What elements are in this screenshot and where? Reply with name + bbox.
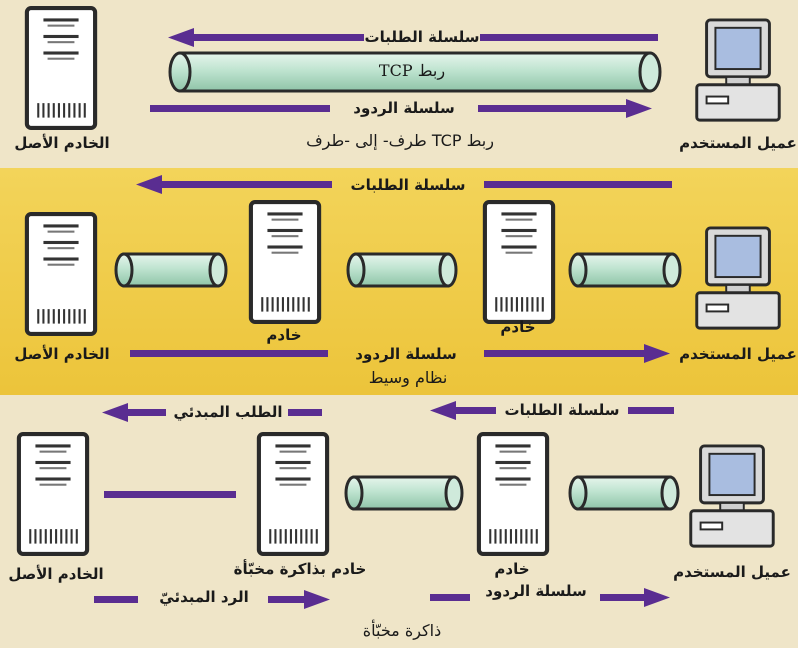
p1-caption: ربط TCP طرف- إلى -طرف: [306, 131, 494, 150]
p3-initial-request-arrow-left-icon: [102, 403, 322, 422]
p3-origin-server-icon: [19, 434, 87, 554]
bottom-panel-bg: [0, 395, 798, 648]
p1-tcp-pipe-icon: [168, 51, 662, 93]
p3-initial-response-label: الرد المبدئيّ: [159, 588, 249, 606]
p1-requests-label: سلسلة الطلبات: [364, 28, 480, 46]
p3-initial-response-arrow-right-icon: [94, 590, 330, 609]
p3-server-label: خادم: [494, 560, 530, 578]
p3-client-label: عميل المستخدم: [673, 563, 791, 581]
p3-initial-request-label: الطلب المبدئي: [173, 403, 283, 421]
p3-server-icon: [479, 434, 547, 554]
p1-pipe-label: ربط TCP: [378, 61, 446, 80]
p3-cache-server-icon: [259, 434, 327, 554]
p3-requests-arrow-left-icon: [430, 401, 674, 420]
p1-responses-arrow-right-icon: [150, 99, 652, 118]
p3-pipe1-icon: [344, 475, 464, 511]
origin-server-icon: [27, 8, 95, 128]
p2-origin-label: الخادم الأصل: [14, 345, 110, 363]
p3-caption: ذاكرة مخبّأة: [362, 621, 442, 640]
p2-pipe2-icon: [346, 252, 458, 288]
p3-origin-label: الخادم الأصل: [8, 565, 104, 583]
p2-proxy-server2-icon: [485, 202, 553, 322]
p2-server1-label: خادم: [266, 326, 302, 344]
p3-responses-label: سلسلة الردود: [485, 582, 587, 600]
p2-responses-arrow-right-icon: [130, 344, 670, 363]
p3-origin-link: [104, 491, 236, 498]
client-computer-icon: [695, 18, 781, 122]
p2-client-computer-icon: [695, 226, 781, 330]
p2-server2-label: خادم: [500, 318, 536, 336]
p2-responses-label: سلسلة الردود: [355, 345, 457, 363]
p3-responses-arrow-right-icon: [430, 588, 670, 607]
p2-pipe1-icon: [114, 252, 228, 288]
p3-requests-label: سلسلة الطلبات: [504, 401, 620, 419]
p2-origin-server-icon: [27, 214, 95, 334]
p3-client-computer-icon: [689, 444, 775, 548]
p3-pipe2-icon: [568, 475, 680, 511]
p1-client-label: عميل المستخدم: [679, 134, 797, 152]
p1-requests-arrow-left-icon: [168, 28, 658, 47]
p2-caption: نظام وسيط: [368, 368, 448, 387]
p3-cache-server-label: خادم بذاكرة مخبّأة: [233, 560, 367, 578]
p2-client-label: عميل المستخدم: [679, 345, 797, 363]
p2-proxy-server1-icon: [251, 202, 319, 322]
p1-origin-label: الخادم الأصل: [14, 134, 110, 152]
p2-requests-arrow-left-icon: [136, 175, 672, 194]
p2-pipe3-icon: [568, 252, 682, 288]
p2-requests-label: سلسلة الطلبات: [350, 176, 466, 194]
p1-responses-label: سلسلة الردود: [353, 99, 455, 117]
